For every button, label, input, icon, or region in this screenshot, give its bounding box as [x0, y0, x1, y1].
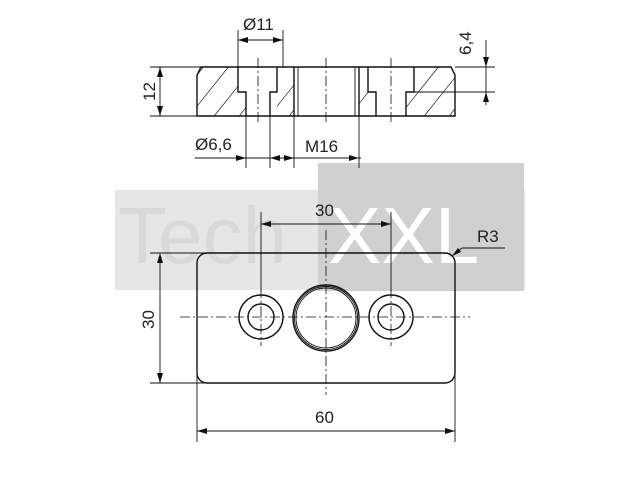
watermark-box	[318, 163, 524, 291]
counterbore-left	[237, 67, 278, 116]
watermark-text-left: Tech	[118, 191, 287, 280]
watermark-text-right: XXL	[328, 191, 479, 280]
dim-text-counterbore-depth: 6,4	[456, 31, 475, 55]
dim-text-through-hole: Ø6,6	[195, 135, 232, 154]
dim-text-counterbore-diameter: Ø11	[243, 15, 274, 34]
dim-text-corner-radius: R3	[477, 227, 499, 246]
dim-length: 60	[196, 375, 456, 442]
section-view	[196, 58, 456, 125]
dim-corner-radius: R3	[451, 227, 505, 257]
dim-counterbore-diameter: Ø11	[237, 15, 284, 67]
dim-thickness: 12	[140, 66, 201, 117]
watermark: Tech XXL	[115, 163, 525, 291]
dim-text-thread: M16	[305, 137, 338, 156]
dim-text-hole-spacing: 30	[315, 201, 334, 220]
section-hatching	[197, 67, 455, 116]
plan-view	[180, 230, 470, 395]
dim-text-length: 60	[315, 408, 334, 427]
section-outline	[196, 66, 456, 117]
dim-width: 30	[139, 252, 205, 384]
dim-text-width: 30	[139, 310, 158, 329]
dim-counterbore-depth: 6,4	[408, 31, 495, 105]
dim-text-thickness: 12	[140, 82, 159, 101]
dim-hole-spacing: 30	[260, 201, 392, 292]
dim-through-hole-and-thread: Ø6,6 M16	[195, 116, 361, 168]
